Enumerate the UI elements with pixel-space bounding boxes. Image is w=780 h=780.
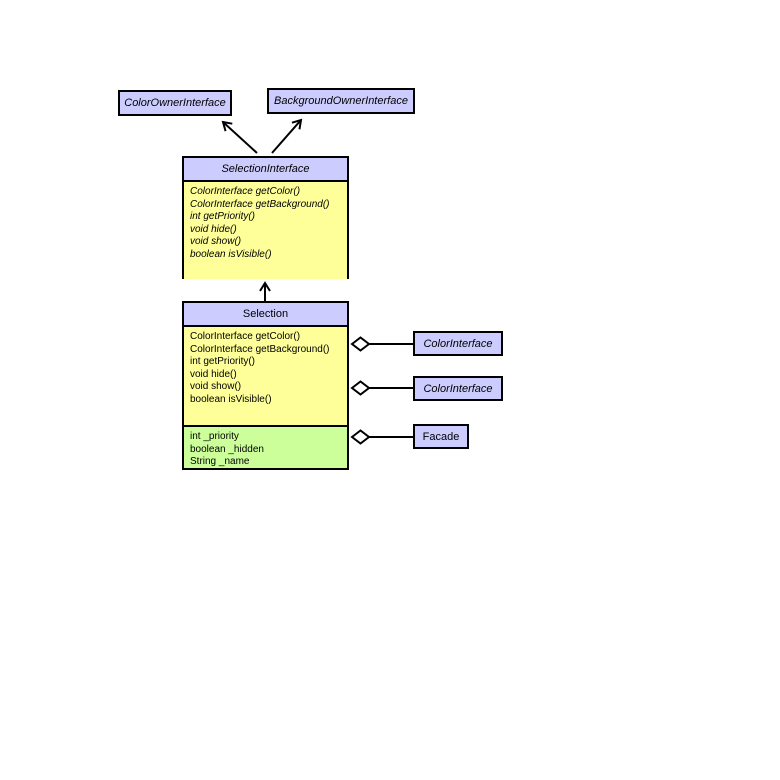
class-box-selection-interface[interactable]: SelectionInterface ColorInterface getCol…	[182, 156, 349, 279]
class-title: SelectionInterface	[184, 158, 347, 182]
attributes-compartment: int _priority boolean _hidden String _na…	[184, 425, 347, 468]
method-item: ColorInterface getBackground()	[190, 198, 330, 210]
class-title: ColorInterface	[415, 333, 501, 354]
class-title: Facade	[415, 426, 467, 447]
attribute-item: int _priority	[190, 431, 239, 442]
method-item: int getPriority()	[190, 356, 256, 367]
generalization-arrow-color-owner	[221, 120, 258, 154]
class-title: ColorOwnerInterface	[120, 92, 230, 114]
class-title: Selection	[184, 303, 347, 327]
method-item: ColorInterface getColor()	[190, 331, 301, 342]
class-box-background-owner-interface[interactable]: BackgroundOwnerInterface	[267, 88, 415, 114]
methods-compartment: ColorInterface getColor() ColorInterface…	[184, 182, 347, 279]
class-box-facade[interactable]: Facade	[413, 424, 469, 449]
aggregation-diamond-icon	[350, 336, 371, 352]
attribute-item: String _name	[190, 456, 250, 467]
aggregation-diamond-icon	[350, 380, 371, 396]
class-box-color-interface-1[interactable]: ColorInterface	[413, 331, 503, 356]
method-item: boolean isVisible()	[190, 393, 272, 405]
method-item: ColorInterface getColor()	[190, 186, 301, 197]
generalization-arrow-background-owner	[271, 118, 303, 154]
class-box-color-interface-2[interactable]: ColorInterface	[413, 376, 503, 401]
class-box-color-owner-interface[interactable]: ColorOwnerInterface	[118, 90, 232, 116]
method-item: void show()	[190, 236, 242, 247]
attribute-item: boolean _hidden	[190, 443, 264, 455]
method-item: int getPriority()	[190, 211, 256, 222]
method-item: void show()	[190, 381, 242, 392]
method-item: ColorInterface getBackground()	[190, 343, 330, 355]
class-box-selection[interactable]: Selection ColorInterface getColor() Colo…	[182, 301, 349, 470]
class-title: ColorInterface	[415, 378, 501, 399]
method-item: boolean isVisible()	[190, 248, 272, 260]
methods-compartment: ColorInterface getColor() ColorInterface…	[184, 327, 347, 425]
method-item: void hide()	[190, 368, 237, 380]
method-item: void hide()	[190, 223, 237, 235]
class-title: BackgroundOwnerInterface	[269, 90, 413, 112]
aggregation-diamond-icon	[350, 429, 371, 445]
